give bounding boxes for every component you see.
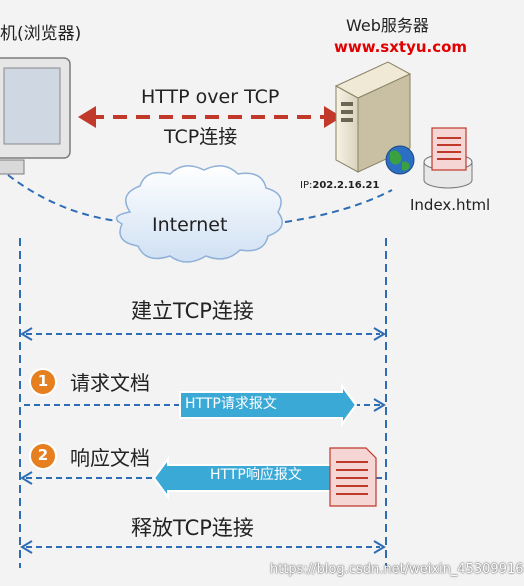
internet-cloud: [115, 165, 283, 263]
globe-icon: [385, 145, 415, 175]
http-connection-arrow: [78, 106, 342, 128]
establish-connection-arrow: [20, 327, 386, 341]
internet-link-arc: [7, 174, 393, 223]
step-2-number: 2: [37, 446, 49, 464]
watermark: https://blog.csdn.net/weixin_45309916: [270, 562, 524, 577]
response-label: 响应文档: [70, 446, 150, 470]
request-label: 请求文档: [70, 371, 150, 395]
diagram-graphics: [0, 57, 473, 568]
server-ip: IP:202.2.16.21: [300, 180, 380, 191]
step-1-badge: [29, 368, 57, 396]
request-message-label: HTTP请求报文: [185, 396, 277, 412]
establish-label: 建立TCP连接: [131, 299, 254, 323]
response-arrow: [20, 471, 384, 485]
client-computer-icon: [0, 57, 71, 175]
response-message-label: HTTP响应报文: [210, 467, 302, 483]
step-2-badge: [29, 442, 57, 470]
http-request-message-box: [179, 382, 358, 428]
request-arrow: [24, 398, 386, 412]
protocol-label: HTTP over TCP: [141, 86, 280, 108]
tcp-connection-label: TCP连接: [164, 126, 238, 148]
release-connection-arrow: [20, 540, 386, 554]
release-label: 释放TCP连接: [131, 516, 254, 540]
internet-label: Internet: [152, 214, 228, 236]
file-label: Index.html: [410, 196, 491, 214]
html-document-icon: [423, 127, 473, 189]
client-label: 机(浏览器): [0, 24, 82, 44]
server-url: www.sxtyu.com: [334, 38, 468, 56]
step-1-number: 1: [37, 372, 49, 390]
server-label: Web服务器: [346, 16, 429, 35]
response-document-icon: [329, 447, 377, 507]
http-diagram: 机(浏览器) Web服务器 www.sxtyu.com HTTP over TC…: [0, 16, 524, 576]
